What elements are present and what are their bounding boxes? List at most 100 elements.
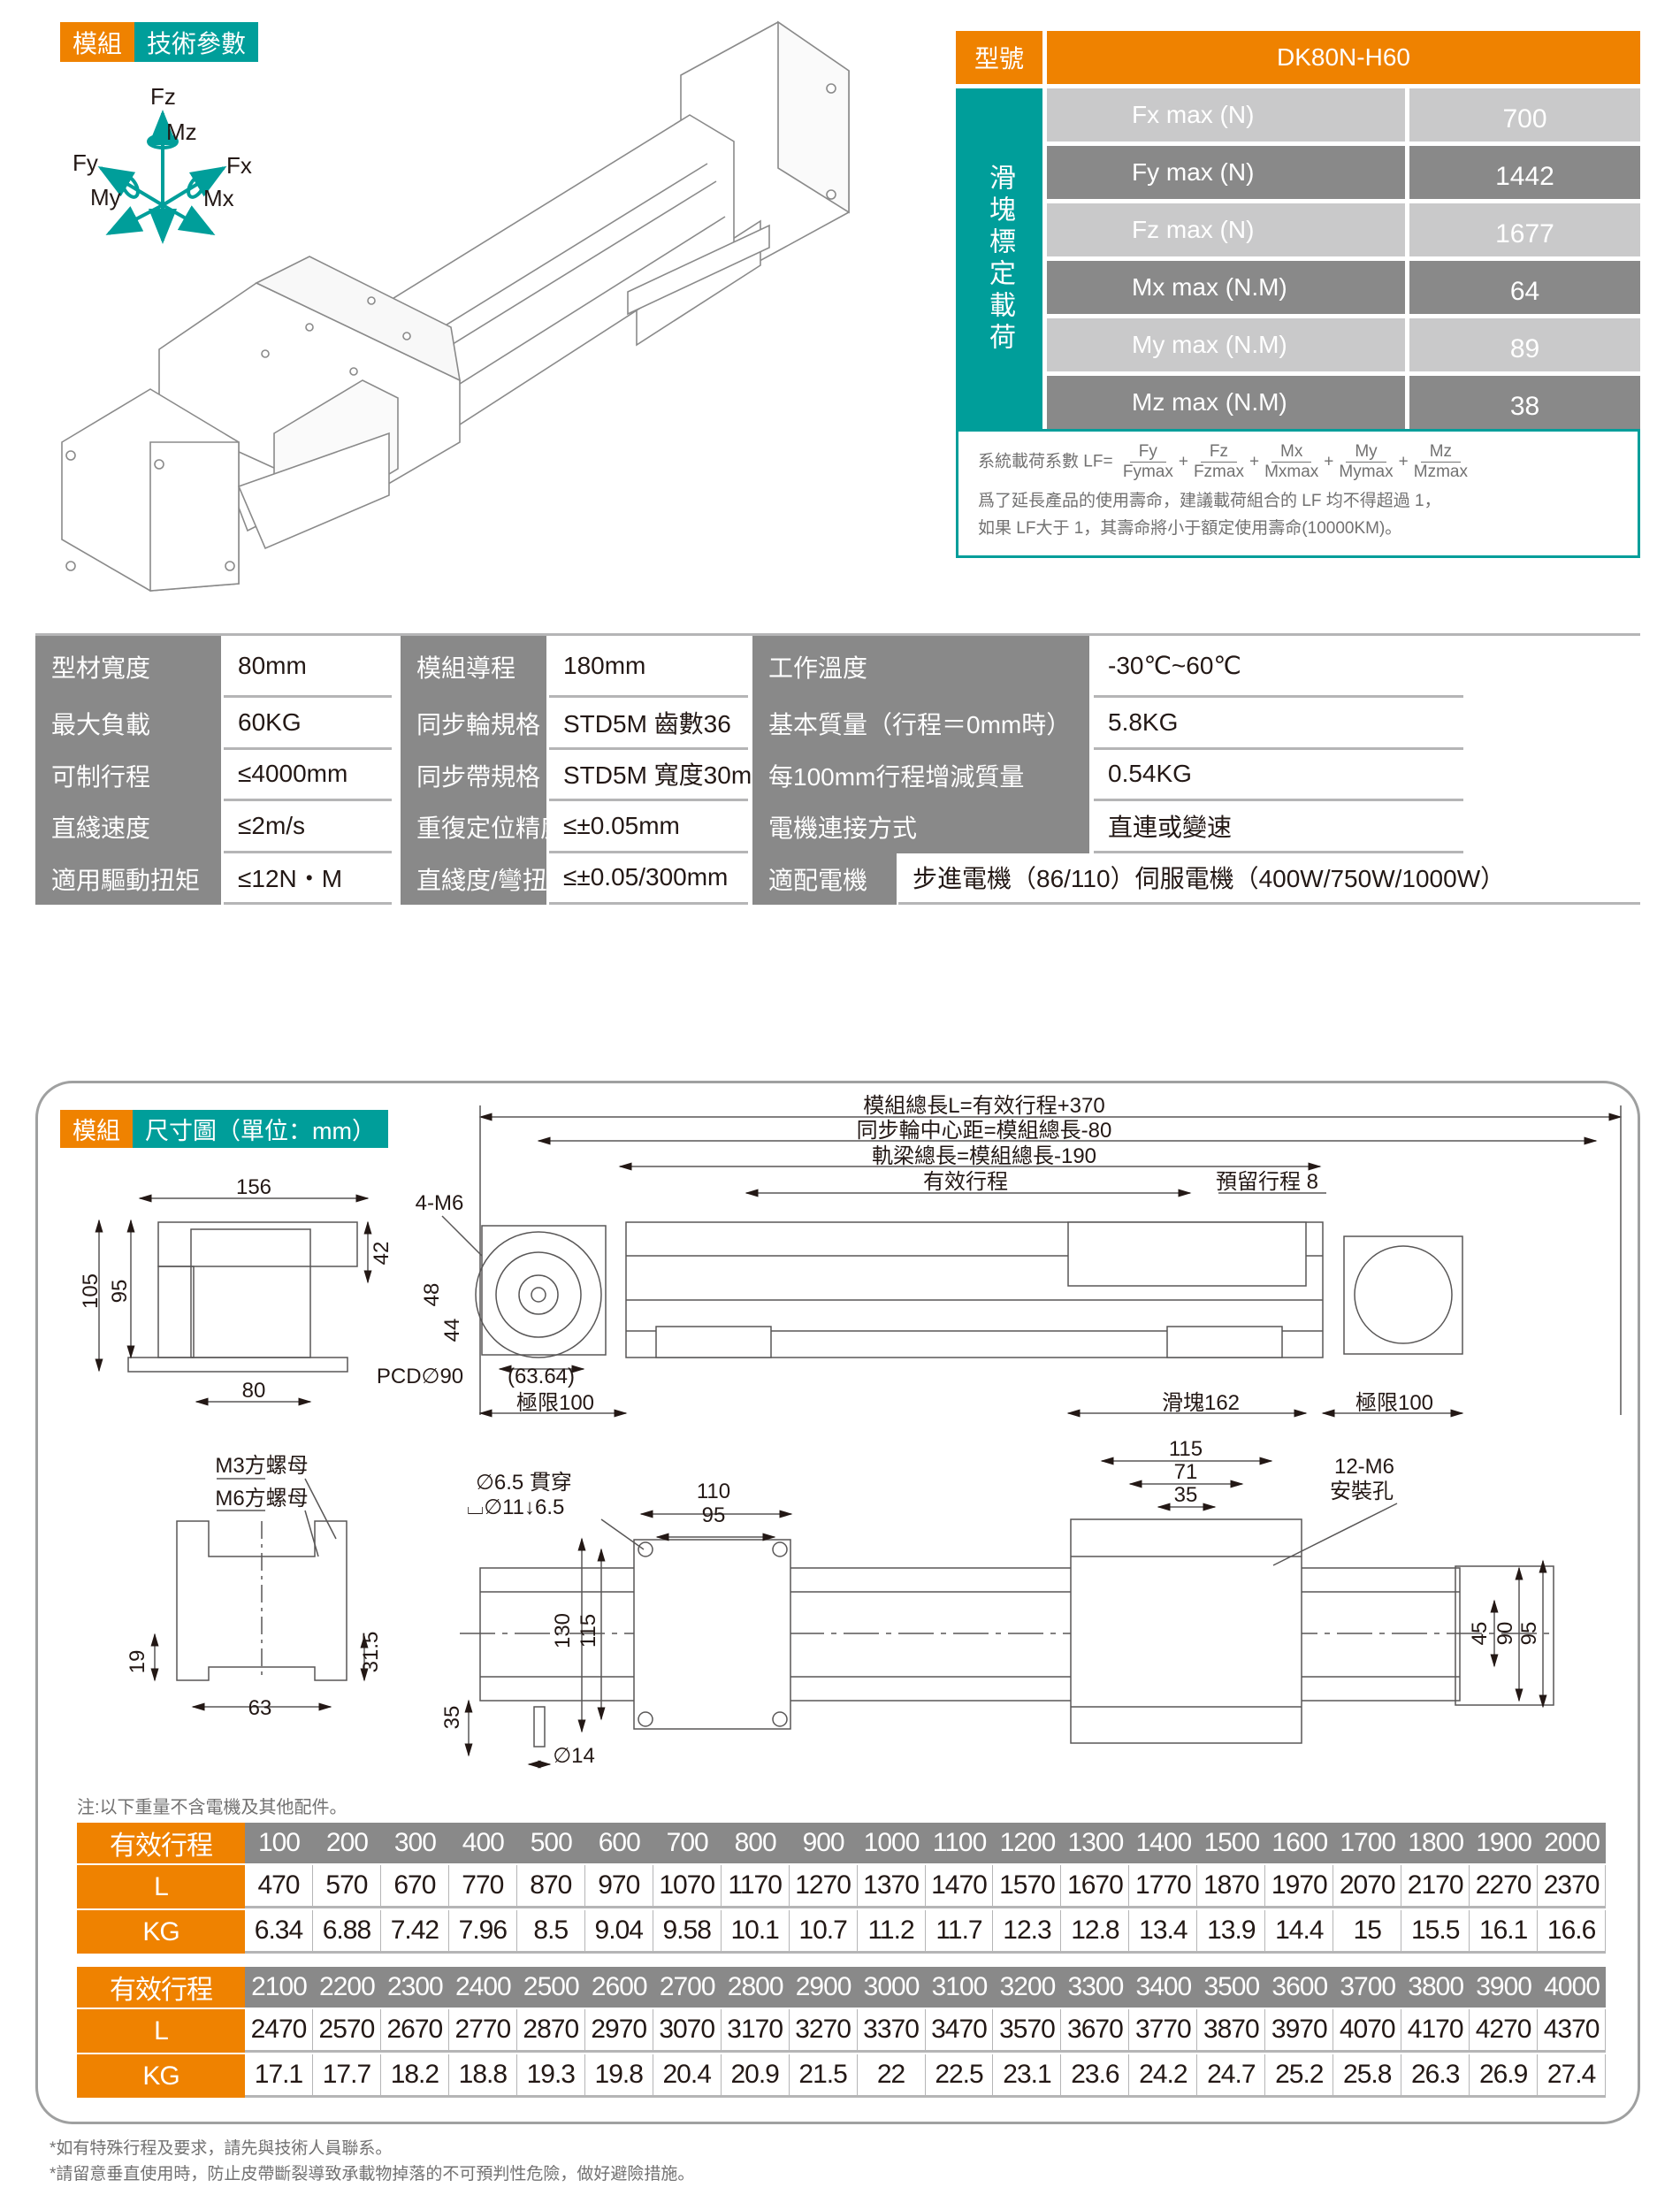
section-tag-tech-params: 模組 技術參數 xyxy=(60,22,259,62)
stroke-cell: 2670 xyxy=(380,2009,449,2053)
stroke-cell: 600 xyxy=(584,1823,653,1863)
stroke-cell: 3100 xyxy=(925,1967,994,2008)
stroke-cell: 200 xyxy=(312,1823,381,1863)
stroke-cell: 400 xyxy=(448,1823,517,1863)
spec-label: 適配電機 xyxy=(752,853,897,905)
dim-pcd-90: PCD∅90 xyxy=(377,1365,463,1388)
stroke-cell: 18.2 xyxy=(380,2054,449,2098)
dim-115-carriage: 115 xyxy=(1169,1437,1203,1461)
stroke-cell: 17.1 xyxy=(245,2054,313,2098)
stroke-cell: 970 xyxy=(584,1865,653,1908)
model-label: 型號 xyxy=(956,31,1042,84)
dimension-line-work xyxy=(95,1105,1623,1769)
fraction-denominator: Mymax xyxy=(1339,463,1394,481)
stroke-cell: 3200 xyxy=(993,1967,1062,2008)
stroke-cell: 4070 xyxy=(1333,2009,1402,2053)
stroke-cell: 3900 xyxy=(1470,1967,1539,2008)
spec-value: ≤±0.05mm xyxy=(549,801,748,853)
stroke-cell: 1100 xyxy=(925,1823,994,1863)
spec-value: 60KG xyxy=(224,698,392,750)
module-isometric-drawing xyxy=(61,20,850,592)
stroke-cell: 13.9 xyxy=(1197,1910,1266,1954)
stroke-cell: 19.3 xyxy=(516,2054,585,2098)
stroke-cell: 1770 xyxy=(1129,1865,1198,1908)
stroke-row-label: L xyxy=(77,1865,245,1908)
stroke-cell: 10.1 xyxy=(721,1910,790,1954)
dim-90: 90 xyxy=(1493,1622,1517,1646)
stroke-cell: 2800 xyxy=(721,1967,790,2008)
stroke-cell: 3800 xyxy=(1401,1967,1470,2008)
tag-module: 模組 xyxy=(60,22,135,62)
stroke-cell: 4370 xyxy=(1538,2009,1607,2053)
stroke-cell: 18.8 xyxy=(448,2054,517,2098)
dim-71: 71 xyxy=(1174,1460,1198,1484)
stroke-cell: 27.4 xyxy=(1538,2054,1607,2098)
stroke-cell: 2500 xyxy=(516,1967,585,2008)
stroke-cell: 4170 xyxy=(1401,2009,1470,2053)
stroke-cell: 1000 xyxy=(857,1823,926,1863)
stroke-cell: 3870 xyxy=(1197,2009,1266,2053)
stroke-cell: 1600 xyxy=(1265,1823,1334,1863)
stroke-cell: 2700 xyxy=(653,1967,722,2008)
load-row-label: Mx max (N.M) xyxy=(1047,261,1405,314)
dim-130: 130 xyxy=(551,1613,575,1648)
stroke-cell: 24.7 xyxy=(1197,2054,1266,2098)
stroke-cell: 2270 xyxy=(1470,1865,1539,1908)
spec-label: 工作溫度 xyxy=(752,636,1089,698)
stroke-cell: 1170 xyxy=(721,1865,790,1908)
spec-value: 直連或變速 xyxy=(1094,801,1463,853)
dim-4-m6: 4-M6 xyxy=(416,1191,464,1215)
stroke-cell: 1470 xyxy=(925,1865,994,1908)
spec-value: ≤±0.05/300mm xyxy=(549,853,748,905)
stroke-cell: 23.6 xyxy=(1061,2054,1130,2098)
stroke-cell: 1300 xyxy=(1061,1823,1130,1863)
spec-label: 直綫度/彎扭度 xyxy=(401,853,572,905)
tag-dimension-drawing: 尺寸圖（單位：mm） xyxy=(133,1110,388,1148)
stroke-cell: 2200 xyxy=(312,1967,381,2008)
dim-42: 42 xyxy=(370,1242,393,1266)
dimension-labels: 模組總長L=有效行程+370 同步輪中心距=模組總長-80 軌梁總長=模組總長-… xyxy=(79,1094,1541,1768)
stroke-cell: 2600 xyxy=(584,1967,653,2008)
stroke-cell: 2370 xyxy=(1538,1865,1607,1908)
dim-d14: ∅14 xyxy=(553,1744,595,1768)
stroke-cell: 870 xyxy=(516,1865,585,1908)
dim-limit-left: 極限100 xyxy=(516,1391,594,1415)
fraction-denominator: Mxmax xyxy=(1264,463,1319,481)
mx-rotation-icon xyxy=(187,174,206,199)
spec-value: STD5M 齒數36 xyxy=(549,698,748,750)
stroke-cell: 2400 xyxy=(448,1967,517,2008)
stroke-cell: 800 xyxy=(721,1823,790,1863)
dim-110: 110 xyxy=(697,1480,730,1503)
dim-45: 45 xyxy=(1468,1622,1492,1646)
stroke-row-label: KG xyxy=(77,1910,245,1954)
stroke-cell: 3000 xyxy=(857,1967,926,2008)
fx-arrow xyxy=(161,165,227,207)
fraction-denominator: Fzmax xyxy=(1193,463,1244,481)
stroke-cell: 2170 xyxy=(1401,1865,1470,1908)
stroke-row-label: L xyxy=(77,2009,245,2053)
stroke-cell: 17.7 xyxy=(312,2054,381,2098)
formula-note-1: 爲了延長產品的使用壽命，建議載荷組合的 LF 均不得超過 1， xyxy=(978,492,1441,510)
formula-note-2: 如果 LF大于 1，其壽命將小于額定使用壽命(10000KM)。 xyxy=(978,519,1402,538)
stroke-cell: 19.8 xyxy=(584,2054,653,2098)
footer-note-1: *如有特殊行程及要求，請先與技術人員聯系。 xyxy=(50,2139,393,2158)
stroke-cell: 16.1 xyxy=(1470,1910,1539,1954)
stroke-cell: 16.6 xyxy=(1538,1910,1607,1954)
stroke-cell: 300 xyxy=(380,1823,449,1863)
weight-note: 注:以下重量不含電機及其他配件。 xyxy=(77,1798,347,1817)
stroke-cell: 3470 xyxy=(925,2009,994,2053)
dim-slider-162: 滑塊162 xyxy=(1162,1391,1240,1415)
stroke-cell: 1700 xyxy=(1333,1823,1402,1863)
stroke-cell: 20.9 xyxy=(721,2054,790,2098)
dim-35-carriage: 35 xyxy=(1174,1483,1198,1507)
stroke-cell: 770 xyxy=(448,1865,517,1908)
stroke-cell: 26.9 xyxy=(1470,2054,1539,2098)
